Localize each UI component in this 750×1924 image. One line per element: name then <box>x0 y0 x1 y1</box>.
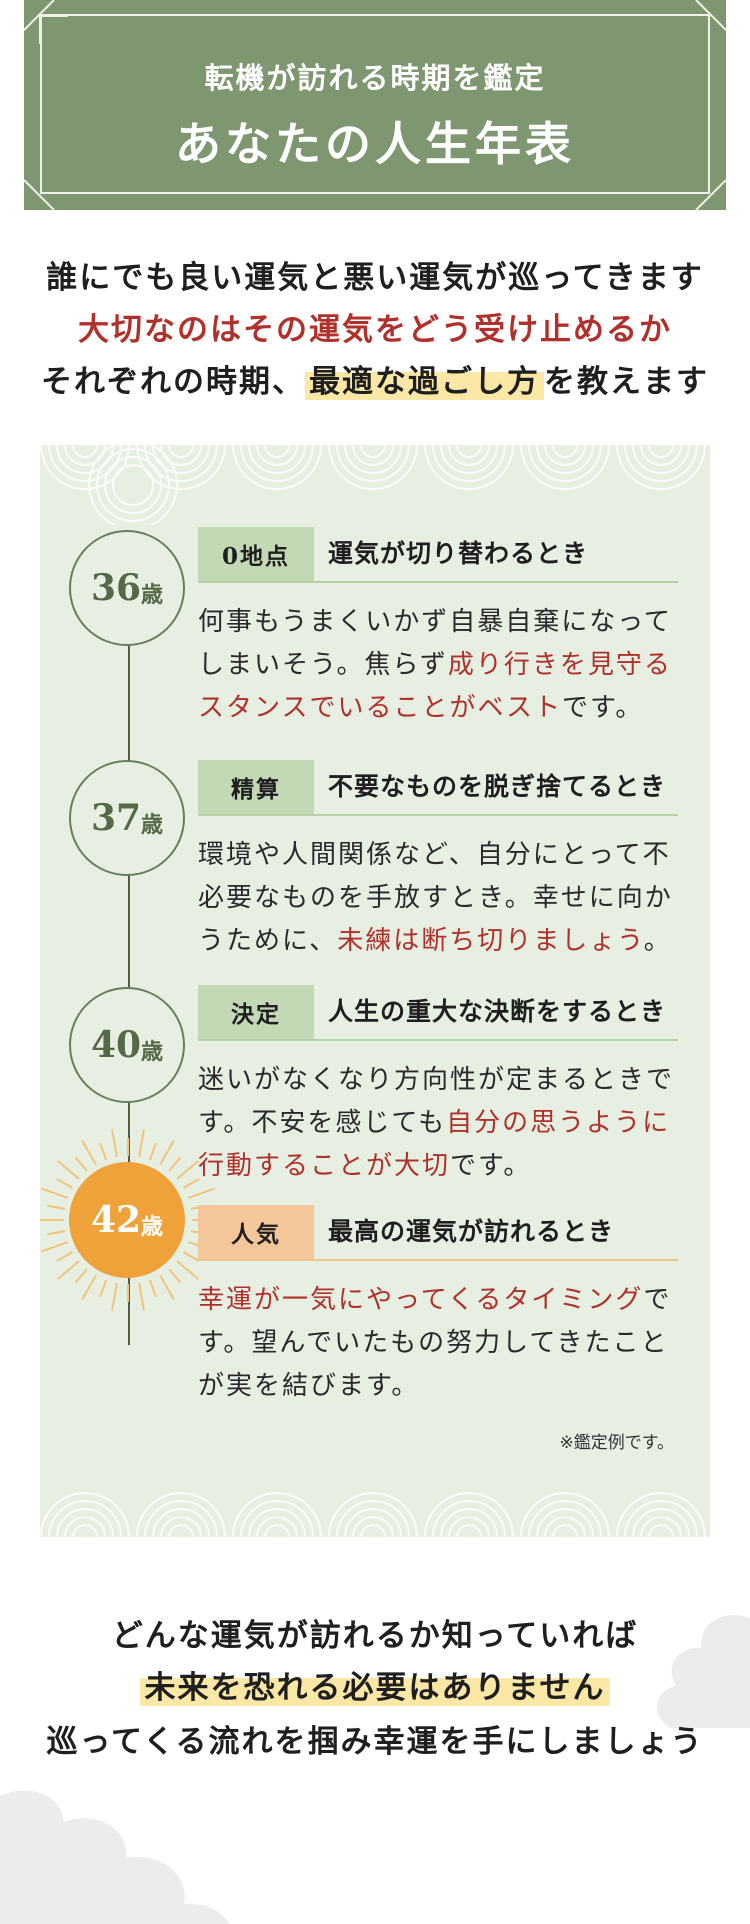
timeline-line <box>128 575 130 1345</box>
header-banner: 転機が訪れる時期を鑑定 あなたの人生年表 <box>24 0 726 210</box>
intro-highlight: 最適な過ごし方 <box>305 364 544 400</box>
corner-ornament-icon <box>695 0 726 31</box>
intro-line-2: 大切なのはその運気をどう受け止めるか <box>78 312 672 348</box>
entry-header: 人気 最高の運気が訪れるとき <box>198 1205 678 1261</box>
entry-title: 最高の運気が訪れるとき <box>328 1217 615 1246</box>
entry-body: 迷いがなくなり方向性が定まるときです。不安を感じても自分の思うように行動すること… <box>198 1065 675 1181</box>
wave-pattern-bottom <box>40 1492 706 1537</box>
example-note: ※鑑定例です。 <box>559 1433 674 1453</box>
entry-title: 人生の重大な決断をするとき <box>328 997 667 1026</box>
entry-tag: 0地点 <box>198 527 314 581</box>
header-title: あなたの人生年表 <box>175 117 575 171</box>
corner-ornament-icon <box>695 179 726 210</box>
entry-tag: 人気 <box>198 1205 314 1259</box>
entry-header: 0地点 運気が切り替わるとき <box>198 527 678 583</box>
entry-title: 運気が切り替わるとき <box>328 539 589 568</box>
timeline-entry-37: 精算 不要なものを脱ぎ捨てるとき 環境や人間関係など、自分にとって不必要なものを… <box>198 760 678 963</box>
intro-line-3: それぞれの時期、最適な過ごし方を教えます <box>41 364 709 400</box>
wave-pattern-top <box>40 445 706 525</box>
entry-body: 幸運が一気にやってくるタイミングです。望んでいたもの努力してきたことが実を結びま… <box>198 1285 672 1401</box>
entry-body: 何事もうまくいかず自暴自棄になってしまいそう。焦らず成り行きを見守るスタンスでい… <box>198 607 672 723</box>
entry-title: 不要なものを脱ぎ捨てるとき <box>328 772 667 801</box>
cloud-icon <box>657 1615 750 1728</box>
entry-header: 精算 不要なものを脱ぎ捨てるとき <box>198 760 678 816</box>
header-subtitle: 転機が訪れる時期を鑑定 <box>204 61 546 95</box>
sun-rays-icon <box>40 1129 220 1311</box>
entry-tag: 決定 <box>198 985 314 1039</box>
entry-header: 決定 人生の重大な決断をするとき <box>198 985 678 1041</box>
corner-ornament-icon <box>24 179 55 210</box>
timeline-entry-36: 0地点 運気が切り替わるとき 何事もうまくいかず自暴自棄になってしまいそう。焦ら… <box>198 527 678 730</box>
entry-body: 環境や人間関係など、自分にとって不必要なものを手放すとき。幸せに向かうために、未… <box>198 840 673 956</box>
corner-ornament-icon <box>24 0 68 44</box>
timeline-entry-40: 決定 人生の重大な決断をするとき 迷いがなくなり方向性が定まるときです。不安を感… <box>198 985 678 1188</box>
header-frame <box>40 14 710 194</box>
closing-line-2: 未来を恐れる必要はありません <box>0 1662 750 1707</box>
timeline-entry-42: 人気 最高の運気が訪れるとき 幸運が一気にやってくるタイミングです。望んでいたも… <box>198 1205 678 1408</box>
closing-line-1: どんな運気が訪れるか知っていれば <box>111 1618 639 1654</box>
closing-line-3: 巡ってくる流れを掴み幸運を手にしましょう <box>46 1724 704 1760</box>
entry-tag: 精算 <box>198 760 314 814</box>
intro-line-1: 誰にでも良い運気と悪い運気が巡ってきます <box>46 260 704 296</box>
cloud-icon <box>0 1790 230 1924</box>
closing-highlight: 未来を恐れる必要はありません <box>140 1670 610 1706</box>
